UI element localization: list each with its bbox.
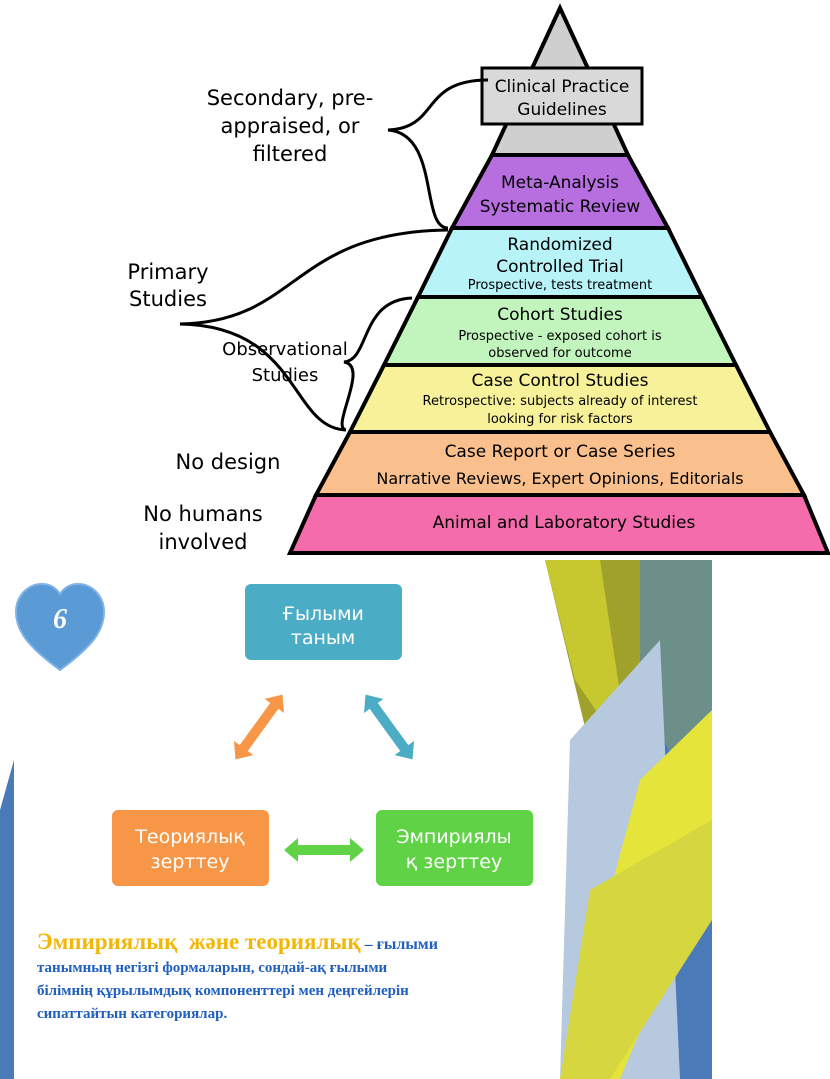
label-secondary-3: filtered bbox=[253, 142, 328, 166]
caption-dash: – ғылыми bbox=[361, 936, 438, 953]
level-rct-note: Prospective, tests treatment bbox=[468, 278, 653, 293]
evidence-pyramid: Clinical Practice Guidelines Meta-Analys… bbox=[127, 3, 830, 555]
brace-primary bbox=[179, 228, 449, 432]
label-secondary-2: appraised, or bbox=[221, 114, 360, 138]
box-left-line2: зерттеу bbox=[151, 851, 230, 873]
level-casereport-line1: Case Report or Case Series bbox=[445, 442, 676, 462]
level-animal-line1: Animal and Laboratory Studies bbox=[433, 513, 696, 533]
caption-line4: сипаттайтын категориялар. bbox=[37, 1006, 227, 1022]
level-cpg-line1: Clinical Practice bbox=[495, 77, 630, 97]
level-casecontrol-note1: Retrospective: subjects already of inter… bbox=[423, 394, 698, 409]
caption-highlight: Эмпириялық және теориялық bbox=[37, 929, 361, 954]
level-casereport-line2: Narrative Reviews, Expert Opinions, Edit… bbox=[376, 469, 743, 488]
level-band-animal bbox=[286, 493, 830, 555]
label-no-humans-2: involved bbox=[159, 530, 248, 554]
level-cohort-note2: observed for outcome bbox=[488, 346, 631, 361]
knowledge-slide: 6 Ғылыми таным Теориялық зерттеу Эмпирия… bbox=[0, 560, 712, 1079]
label-no-design: No design bbox=[176, 450, 281, 474]
box-empirical-research bbox=[376, 810, 533, 886]
heart-badge bbox=[14, 582, 106, 672]
deco-yellow-green bbox=[560, 820, 712, 1079]
box-scientific-knowledge bbox=[245, 584, 402, 660]
arrow-bottom bbox=[284, 838, 364, 862]
level-box-cpg bbox=[480, 66, 644, 126]
box-top-line2: таным bbox=[291, 627, 355, 649]
level-rct-line1: Randomized bbox=[507, 235, 612, 255]
box-top-line1: Ғылыми bbox=[282, 603, 364, 625]
box-theoretical-research bbox=[112, 810, 269, 886]
level-casecontrol-note2: looking for risk factors bbox=[487, 412, 633, 427]
caption-line3: білімнің құрылымдық компоненттері мен де… bbox=[37, 983, 409, 999]
box-right-line1: Эмпириялы bbox=[396, 826, 511, 848]
arrow-top-right bbox=[364, 694, 414, 760]
arrow-top-left bbox=[234, 694, 284, 760]
caption-line2: танымның негізгі формаларын, сондай-ақ ғ… bbox=[37, 960, 388, 976]
caption-line1: Эмпириялық және теориялық – ғылыми bbox=[37, 929, 438, 954]
level-rct-line2: Controlled Trial bbox=[496, 257, 624, 277]
box-left-line1: Теориялық bbox=[134, 826, 245, 848]
level-meta-line2: Systematic Review bbox=[480, 197, 641, 217]
badge-number: 6 bbox=[53, 604, 67, 635]
level-casecontrol-line1: Case Control Studies bbox=[472, 371, 649, 391]
deco-left-blue bbox=[0, 760, 14, 1079]
level-cohort-note1: Prospective - exposed cohort is bbox=[458, 329, 661, 344]
label-primary-2: Studies bbox=[129, 287, 207, 311]
brace-secondary bbox=[387, 78, 489, 230]
label-observational-1: Observational bbox=[222, 339, 348, 360]
label-secondary-1: Secondary, pre- bbox=[207, 86, 374, 110]
level-meta-line1: Meta-Analysis bbox=[501, 173, 619, 193]
label-primary-1: Primary bbox=[127, 260, 208, 284]
label-observational-2: Studies bbox=[252, 365, 319, 386]
box-right-line2: қ зерттеу bbox=[406, 851, 502, 873]
level-cohort-line1: Cohort Studies bbox=[497, 305, 623, 325]
label-no-humans-1: No humans bbox=[143, 502, 262, 526]
level-cpg-line2: Guidelines bbox=[517, 100, 607, 120]
brace-observational bbox=[340, 296, 413, 432]
